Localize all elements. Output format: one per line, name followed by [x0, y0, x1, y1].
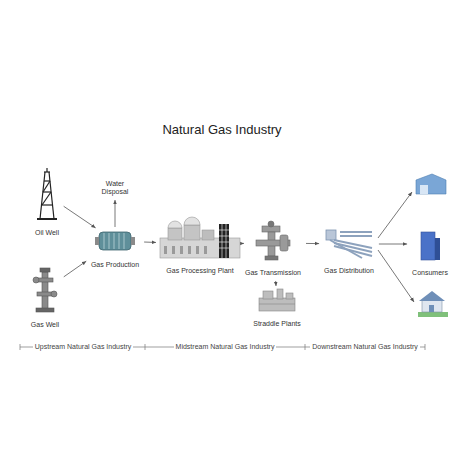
process-node: Water Disposal [95, 180, 135, 198]
flow-arrow [64, 261, 86, 277]
node-label: Straddle Plants [252, 320, 301, 328]
diagram-title: Natural Gas Industry [162, 122, 281, 137]
segment-label: Upstream Natural Gas Industry [33, 343, 133, 351]
oil-derrick [37, 168, 57, 219]
process-node: Gas Transmission [242, 220, 304, 279]
process-node: Oil Well [32, 168, 62, 239]
node-label: Gas Production [90, 261, 140, 269]
process-node: Gas Well [28, 267, 62, 331]
processing-plant [160, 217, 240, 258]
node-label: Gas Transmission [244, 269, 302, 277]
node-label: Gas Processing Plant [165, 267, 234, 275]
industry-bracket [20, 344, 425, 350]
arrow-line [378, 250, 414, 302]
arrow-line [378, 192, 412, 238]
flow-arrow [144, 242, 156, 243]
flow-arrow [64, 206, 96, 228]
flow-arrow [115, 200, 116, 227]
process-node: Gas Distribution [321, 228, 377, 277]
distribution-pipes [326, 230, 372, 258]
gas-wellhead [33, 268, 57, 312]
flow-arrow [379, 244, 407, 245]
straddle-plant [259, 289, 295, 311]
gas-production-unit [95, 232, 135, 250]
node-label: Gas Well [30, 321, 60, 329]
house-icon [418, 291, 448, 317]
process-node: Straddle Plants [250, 288, 303, 330]
flow-arrow [306, 243, 319, 244]
office-building-icon [421, 232, 440, 260]
flow-arrow [240, 243, 244, 244]
transmission-valve [256, 221, 290, 260]
node-label: Oil Well [34, 229, 60, 237]
node-label: Consumers [411, 269, 449, 277]
process-node: Gas Processing Plant [158, 222, 242, 277]
process-node: Gas Production [88, 229, 142, 271]
segment-label: Downstream Natural Gas Industry [310, 343, 419, 351]
flow-arrow [275, 281, 276, 286]
segment-label: Midstream Natural Gas Industry [174, 343, 277, 351]
process-node: Consumers [409, 231, 451, 279]
node-label: Water Disposal [97, 180, 133, 196]
warehouse-icon [416, 174, 446, 194]
node-label: Gas Distribution [323, 267, 375, 275]
